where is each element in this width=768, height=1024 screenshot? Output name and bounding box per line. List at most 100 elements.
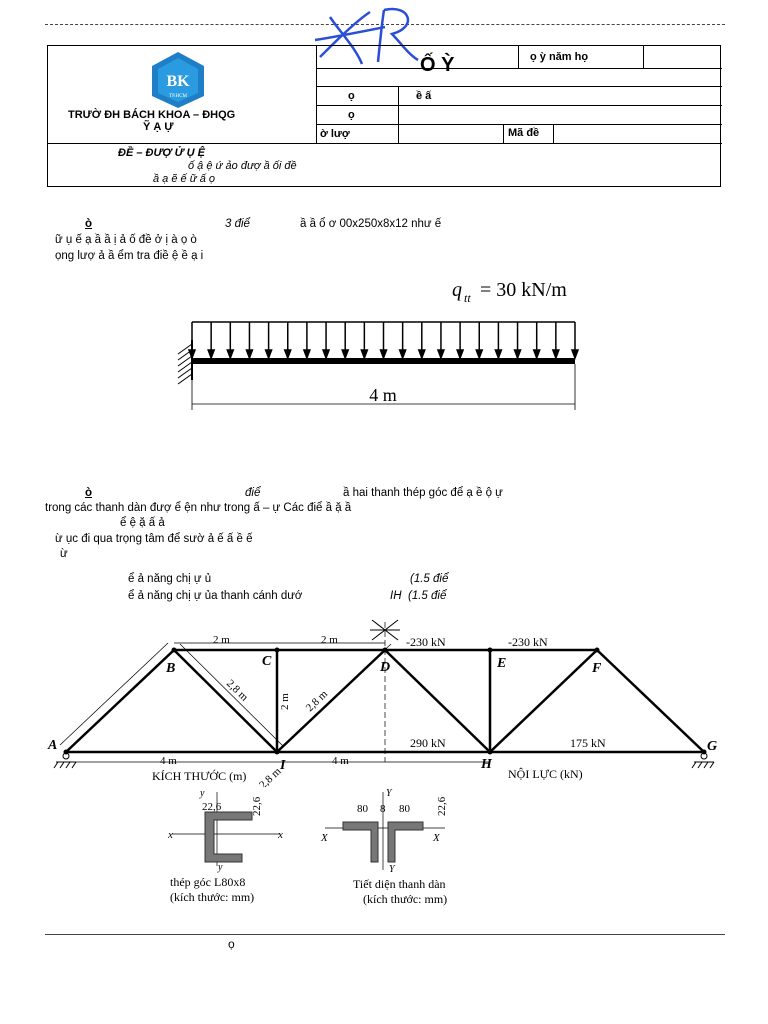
caption-forces: NỘI LỰC (kN): [508, 767, 583, 781]
double-axis-y-bottom: Y: [389, 864, 396, 875]
q2-line-1: ầ hai thanh thép góc để ạ ề ộ ự: [343, 487, 503, 499]
load-arrow-head: [551, 349, 560, 361]
force-hg: 175 kN: [570, 736, 606, 750]
angle-dim-horizontal: 22,6: [202, 801, 222, 813]
dim-bi: 2,8 m: [224, 678, 251, 704]
load-arrow-head: [360, 349, 369, 361]
double-caption-2: (kích thước: mm): [363, 892, 447, 906]
angle-caption-2: (kích thước: mm): [170, 890, 254, 904]
load-symbol: q: [452, 279, 462, 301]
load-arrow-head: [302, 349, 311, 361]
angle-axis-y-bottom: y: [217, 862, 223, 873]
exam-header-box: BK TP.HCM TRƯỜ ĐH BÁCH KHOA – ĐHQG Ỹ Ạ Ự…: [47, 45, 722, 187]
force-de: -230 kN: [406, 635, 446, 649]
force-ef: -230 kN: [508, 635, 548, 649]
load-subscript: tt: [464, 291, 471, 305]
truss-diagram: A B C D E F G H I 2 m 2 m 2,8 m 2,8 m 2,…: [47, 619, 717, 787]
angle-axis-y-top: y: [199, 788, 205, 799]
q1-points: 3 điể: [225, 218, 250, 230]
instruction-line-2: ố ậ ệ ứ ảo đượ ầ ối đề: [188, 160, 297, 172]
load-arrow-head: [513, 349, 522, 361]
load-arrow-head: [398, 349, 407, 361]
q2-line-3: ể ệ ặ ấ ả: [120, 517, 165, 529]
double-angle-section-figure: Y X X 80 8 80 22,6 Y Tiết diện thanh dàn…: [320, 788, 448, 906]
double-dim-226: 22,6: [436, 796, 448, 816]
beam-member: [192, 358, 575, 364]
double-caption-1: Tiết diện thanh dàn: [353, 877, 446, 891]
double-axis-y-top: Y: [386, 788, 393, 799]
node-a: A: [47, 738, 57, 753]
year-label: ọ ỳ năm họ: [530, 51, 589, 63]
beam-span-label: 4 m: [369, 385, 397, 405]
q2-label: ò: [85, 487, 93, 499]
double-dim-80-left: 80: [357, 803, 369, 815]
q2-sub-a: ể ả năng chị ự ủ: [128, 573, 212, 585]
q1-line-1: ầ ầ ổ ơ 00x250x8x12 như ế: [300, 218, 442, 230]
beam-diagram: q tt = 30 kN/m 4 m: [177, 279, 580, 410]
lateral-brace-symbol: [370, 619, 400, 641]
node-d: D: [379, 660, 390, 675]
handwritten-signature: [314, 7, 419, 65]
load-arrow-head: [417, 349, 426, 361]
logo-subtext: TP.HCM: [169, 94, 187, 99]
double-dim-8: 8: [380, 803, 386, 815]
force-ih: 290 kN: [410, 736, 446, 750]
top-dashed-rule: [45, 24, 725, 25]
load-arrow-head: [532, 349, 541, 361]
dim-bc: 2 m: [213, 634, 230, 646]
load-arrow-head: [494, 349, 503, 361]
footer-text: ọ: [228, 937, 235, 951]
node-c: C: [262, 654, 272, 669]
q2-line-4: ừ ục đi qua trọng tâm để sườ ả ế ấ ề ế: [55, 533, 253, 545]
node-h: H: [480, 757, 493, 772]
node-i: I: [279, 758, 286, 773]
angle-section-figure: y x x 22,6 22,6 y thép góc L80x8 (kích t…: [167, 788, 283, 904]
q2-points: điể: [245, 487, 261, 499]
pin-support-a: [53, 752, 77, 769]
load-arrow-head: [456, 349, 465, 361]
node-b: B: [165, 661, 175, 676]
footer-rule: [45, 934, 725, 935]
angle-caption-1: thép góc L80x8: [170, 875, 245, 889]
dim-ai: 4 m: [160, 755, 177, 767]
row2-value: ề ấ: [416, 90, 432, 102]
double-axis-x-left: X: [320, 832, 329, 844]
node-g: G: [707, 739, 717, 754]
q2-sub-b-points: (1.5 điể: [408, 590, 447, 602]
university-logo: BK TP.HCM: [152, 52, 204, 108]
ma-de-label: Mã đề: [508, 127, 540, 139]
distributed-load-arrows: [187, 322, 580, 361]
dim-ci: 2 m: [279, 693, 291, 710]
q1-line-2: ữ ụ ế ạ ầ ầ ị ả ố đề ở ị à ọ ò: [55, 234, 197, 246]
q2-sub-a-points: (1.5 điể: [410, 573, 449, 585]
row2-label: ọ: [348, 90, 355, 102]
dim-ih: 4 m: [332, 755, 349, 767]
angle-dim-vertical: 22,6: [251, 796, 263, 816]
load-arrow-head: [226, 349, 235, 361]
load-arrow-head: [341, 349, 350, 361]
caption-dimensions: KÍCH THƯỚC (m): [152, 769, 246, 783]
q2-sub-b: ể ả năng chị ự ủa thanh cánh dướ: [128, 590, 303, 602]
node-f: F: [591, 661, 602, 676]
q2-line-2: trong các thanh dàn đượ ể ện như trong ấ…: [45, 502, 352, 514]
instruction-line-1: ĐỀ – ĐƯỢ Ử Ụ Ệ: [118, 147, 205, 159]
dim-id: 2,8 m: [304, 688, 331, 714]
load-arrow-head: [283, 349, 292, 361]
row3-label: ọ: [348, 109, 355, 121]
q2-sub-b-member: IH: [390, 590, 402, 602]
duration-label: ờ lượ: [320, 128, 350, 140]
angle-axis-x-left: x: [167, 829, 173, 841]
load-arrow-head: [264, 349, 273, 361]
load-arrow-head: [379, 349, 388, 361]
q1-label: ò: [85, 218, 93, 230]
dim-cd: 2 m: [321, 634, 338, 646]
load-arrow-head: [436, 349, 446, 361]
load-arrow-head: [321, 349, 331, 361]
q2-line-5: ừ: [60, 548, 68, 560]
faculty-name: Ỹ Ạ Ự: [143, 121, 174, 133]
school-name: TRƯỜ ĐH BÁCH KHOA – ĐHQG: [68, 109, 236, 121]
load-arrow-head: [245, 349, 254, 361]
double-axis-x-right: X: [432, 832, 441, 844]
load-arrow-head: [570, 349, 580, 361]
roller-support-g: [691, 752, 715, 769]
